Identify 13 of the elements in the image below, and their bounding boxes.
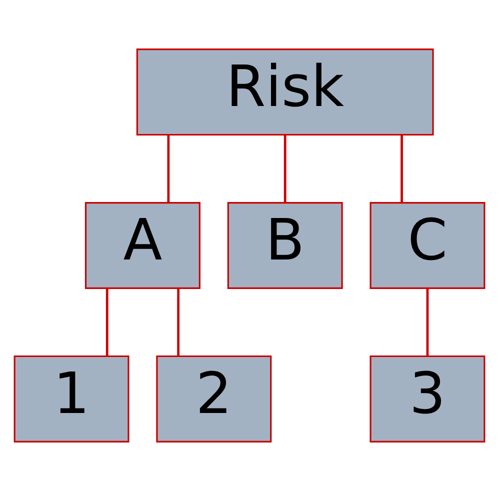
node-box: B [227,202,343,288]
node-box: 1 [14,354,130,442]
connector [426,288,429,356]
node-box: A [84,202,200,288]
connector [167,134,170,202]
node-box: 3 [370,354,486,442]
node-box: 2 [156,354,272,442]
connector [284,134,286,202]
connector [106,288,108,356]
connector [400,134,403,202]
node-box: C [370,202,486,288]
node-box: Risk [136,48,434,136]
connector [177,288,180,356]
